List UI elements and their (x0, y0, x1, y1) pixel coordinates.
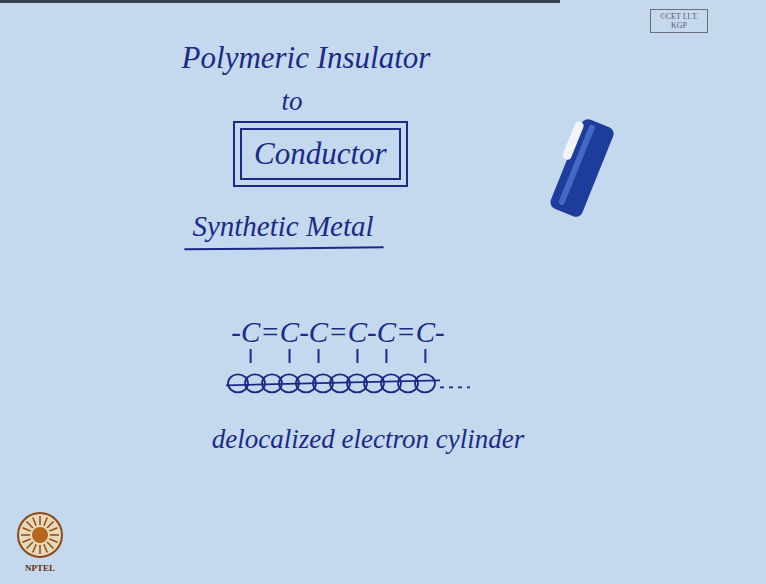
slide-title: Polymeric Insulator (182, 40, 431, 76)
pen-body (548, 117, 615, 219)
electron-loop (415, 374, 435, 392)
logo-ray (39, 545, 41, 554)
single-bond (250, 349, 252, 363)
logo-ray (44, 544, 47, 552)
logo-ray (49, 528, 57, 531)
continuation-dashes (440, 386, 470, 388)
single-bond (356, 349, 358, 363)
logo-ray (21, 534, 30, 536)
cylinder-axis (226, 380, 440, 385)
logo-ray (47, 542, 53, 548)
logo-text: NPTEL (25, 563, 55, 573)
logo-ray (47, 522, 53, 528)
pen-clip (561, 120, 584, 160)
connector-word: to (281, 86, 302, 117)
logo-ray (50, 534, 59, 536)
polymer-chain: -C=C-C=C-C=C- (231, 316, 444, 349)
single-bond (424, 349, 426, 363)
logo-ray (27, 522, 33, 528)
single-bond (318, 349, 320, 363)
highlight-box: Conductor (240, 128, 401, 180)
top-edge-strip (0, 0, 560, 3)
single-bond (289, 349, 291, 363)
logo-ray (22, 539, 30, 542)
logo-ray (33, 517, 36, 525)
copyright-stamp: ©CET I.I.T. KGP (650, 9, 708, 33)
copyright-stamp-text: ©CET I.I.T. KGP (653, 12, 705, 30)
subheading: Synthetic Metal (192, 210, 373, 243)
logo-ray (44, 517, 47, 525)
chain-caption: delocalized electron cylinder (212, 424, 524, 455)
logo-ray (27, 542, 33, 548)
logo-ray (33, 544, 36, 552)
logo-ray (22, 528, 30, 531)
highlight-box-text: Conductor (254, 136, 387, 172)
logo-ring (18, 513, 62, 557)
underline (184, 247, 383, 249)
logo-core (32, 527, 48, 543)
logo-ray (49, 539, 57, 542)
logo-ray (39, 516, 41, 525)
nptel-logo (18, 513, 62, 557)
electron-cylinder-sketch (226, 374, 470, 392)
pen-cap (543, 115, 616, 219)
logo-rays (21, 516, 59, 554)
single-bond (385, 349, 387, 363)
